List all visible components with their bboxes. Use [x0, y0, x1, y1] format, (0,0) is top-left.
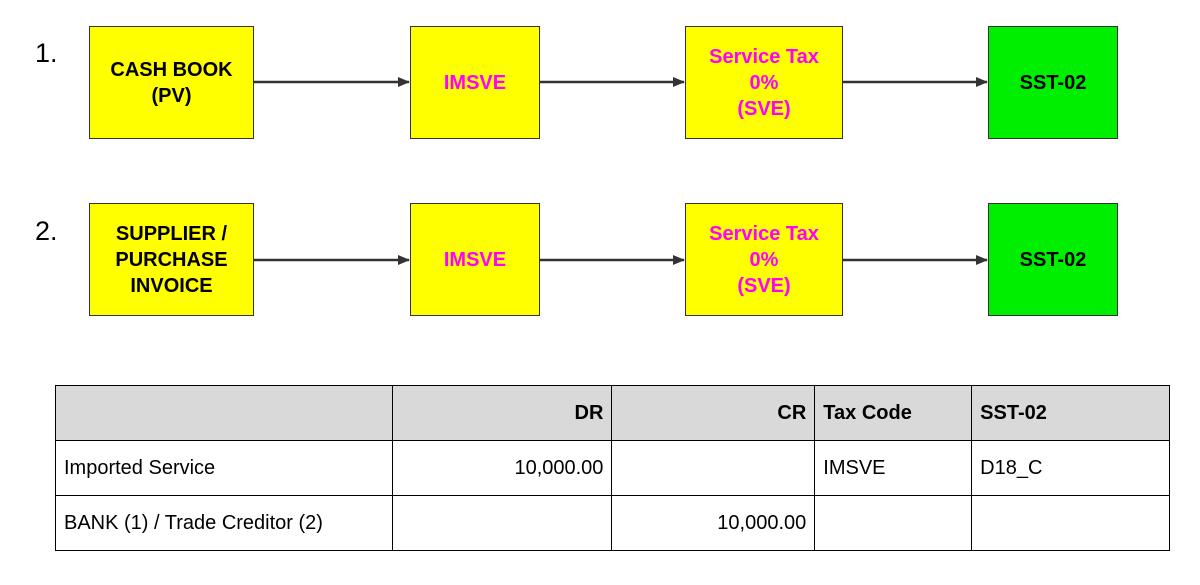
header-dr: DR: [391, 385, 613, 441]
flow-2-step-supplier-invoice: SUPPLIER / PURCHASE INVOICE: [89, 203, 254, 316]
cell-cr: [611, 440, 816, 496]
cell-dr: 10,000.00: [391, 440, 613, 496]
header-cr: CR: [611, 385, 816, 441]
header-account: [55, 385, 393, 441]
header-sst02: SST-02: [971, 385, 1170, 441]
cell-account: Imported Service: [55, 440, 393, 496]
flow-1-step-cash-book: CASH BOOK (PV): [89, 26, 254, 139]
flow-2-step-sst02: SST-02: [988, 203, 1118, 316]
cell-tax-code: IMSVE: [814, 440, 973, 496]
cell-dr: [391, 495, 613, 551]
flow-1-step-service-tax: Service Tax 0% (SVE): [685, 26, 843, 139]
flow-1-step-sst02: SST-02: [988, 26, 1118, 139]
flow-2-step-imsve: IMSVE: [410, 203, 540, 316]
cell-account: BANK (1) / Trade Creditor (2): [55, 495, 393, 551]
cell-sst02: D18_C: [971, 440, 1170, 496]
flow-1-number: 1.: [35, 38, 58, 68]
flow-2-step-service-tax: Service Tax 0% (SVE): [685, 203, 843, 316]
cell-cr: 10,000.00: [611, 495, 816, 551]
header-tax-code: Tax Code: [814, 385, 973, 441]
ledger-table: DR CR Tax Code SST-02 Imported Service 1…: [55, 385, 1170, 551]
table-row: Imported Service 10,000.00 IMSVE D18_C: [55, 440, 1170, 496]
flow-1-step-imsve: IMSVE: [410, 26, 540, 139]
cell-sst02: [971, 495, 1170, 551]
table-row: BANK (1) / Trade Creditor (2) 10,000.00: [55, 495, 1170, 551]
table-header-row: DR CR Tax Code SST-02: [55, 385, 1170, 441]
cell-tax-code: [814, 495, 973, 551]
flow-2-number: 2.: [35, 216, 58, 246]
